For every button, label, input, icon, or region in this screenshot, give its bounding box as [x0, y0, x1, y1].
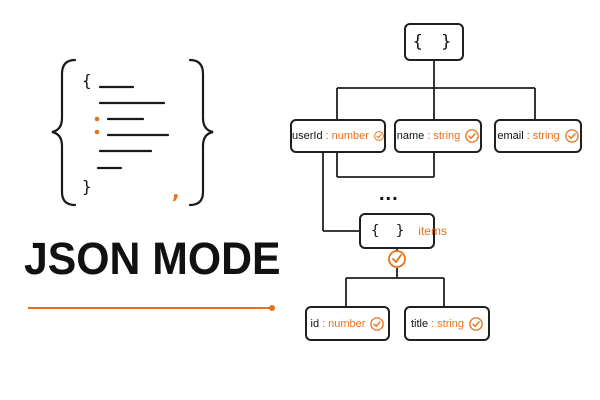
open-brace-glyph: {	[82, 71, 92, 90]
root-braces: { }	[412, 32, 456, 52]
field-type: string	[433, 130, 461, 142]
field-separator: :	[526, 130, 530, 142]
page-title: JSON MODE	[24, 233, 281, 284]
field-type: string	[437, 317, 465, 330]
left-curly-brace-icon	[51, 58, 77, 207]
field-key: email	[497, 130, 524, 142]
field-type: number	[331, 130, 369, 142]
title-underline	[28, 307, 271, 309]
field-node-email: email : string	[494, 119, 582, 153]
field-node-userid: userId : number	[290, 119, 386, 153]
item-field-node-id: id : number	[305, 306, 390, 341]
items-label: items	[418, 224, 447, 238]
field-node-name: name : string	[394, 119, 482, 153]
item-field-node-title: title : string	[404, 306, 490, 341]
field-separator: :	[322, 317, 326, 330]
check-circle-icon	[465, 129, 480, 143]
items-braces: { }	[371, 223, 409, 239]
title-underline-dot	[269, 305, 275, 311]
field-separator: :	[431, 317, 435, 330]
check-circle-icon	[370, 316, 385, 331]
field-type: number	[328, 317, 366, 330]
more-fields-ellipsis: ...	[379, 183, 399, 205]
field-key: userId	[292, 130, 323, 142]
json-bracket-illustration	[51, 58, 214, 207]
field-key: name	[396, 130, 425, 142]
field-key: title	[410, 317, 429, 330]
check-circle-icon	[564, 129, 579, 143]
check-circle-icon	[469, 316, 483, 331]
tree-connectors	[322, 61, 536, 306]
close-brace-glyph: }	[82, 177, 92, 196]
comma-glyph: ,	[172, 179, 180, 203]
field-type: string	[532, 130, 560, 142]
right-curly-brace-icon	[188, 58, 214, 207]
root-object-node: { }	[404, 23, 464, 61]
field-separator: :	[427, 130, 431, 142]
check-circle-icon	[374, 131, 384, 141]
field-key: id	[310, 317, 320, 330]
code-dot	[94, 116, 100, 122]
code-dot	[94, 129, 100, 135]
code-dots	[94, 116, 100, 135]
items-array-node: { } items	[359, 213, 447, 249]
field-separator: :	[325, 130, 329, 142]
items-check-icon	[388, 250, 406, 268]
